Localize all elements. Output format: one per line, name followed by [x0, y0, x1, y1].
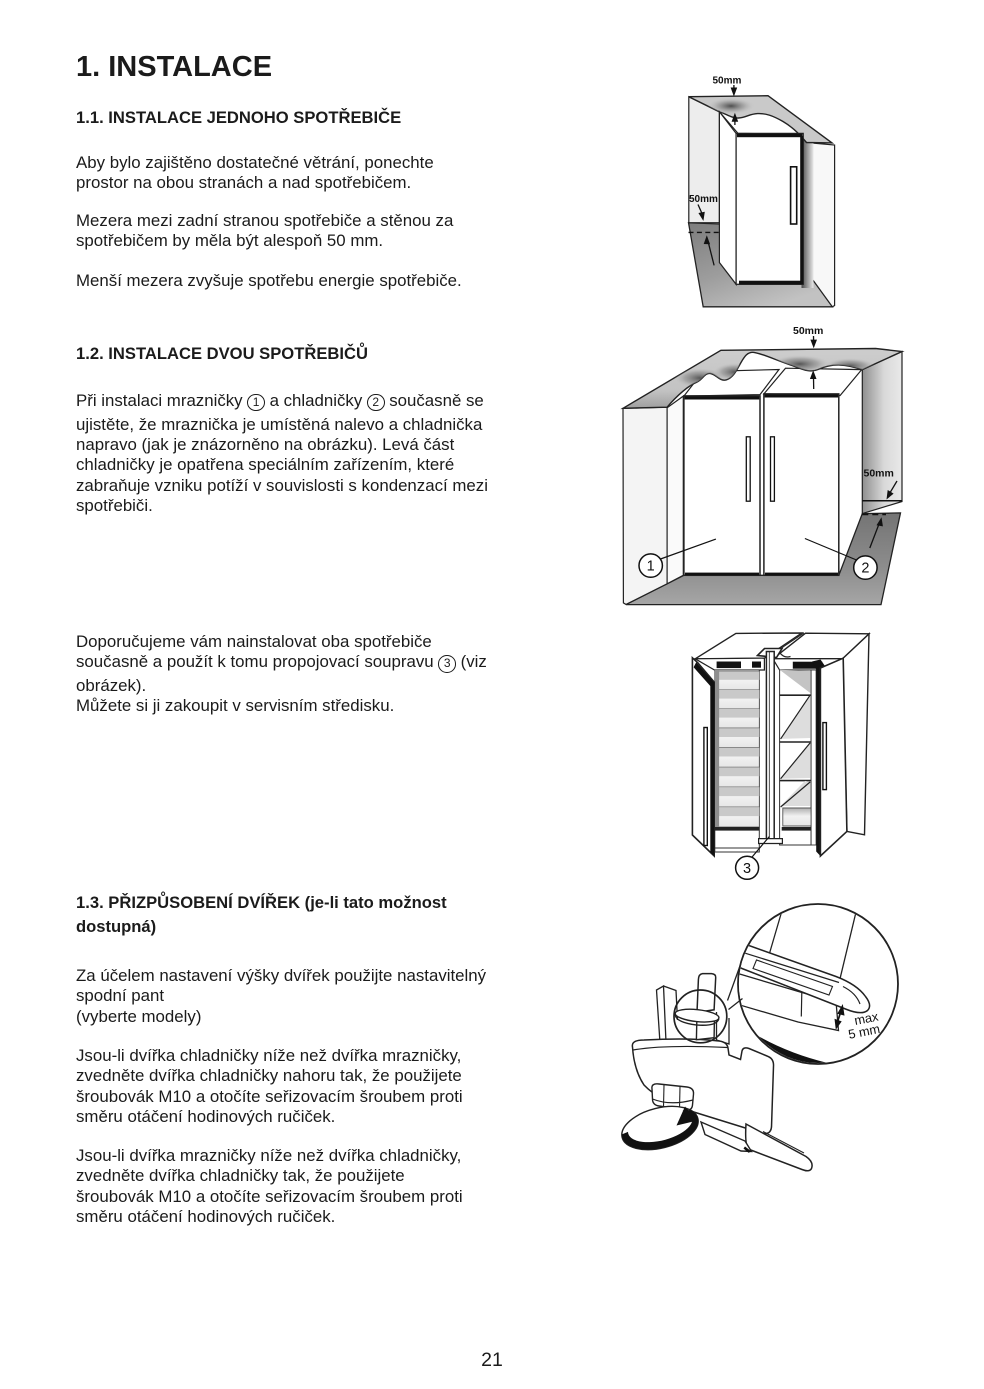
- svg-text:3: 3: [743, 861, 751, 877]
- svg-text:50mm: 50mm: [864, 468, 894, 480]
- svg-text:2: 2: [861, 561, 869, 577]
- svg-text:50mm: 50mm: [689, 194, 718, 205]
- svg-text:5 mm: 5 mm: [847, 1021, 881, 1042]
- svg-text:50mm: 50mm: [793, 325, 823, 337]
- svg-text:max: max: [853, 1008, 880, 1027]
- svg-text:50mm: 50mm: [713, 76, 742, 87]
- svg-text:1: 1: [647, 559, 655, 575]
